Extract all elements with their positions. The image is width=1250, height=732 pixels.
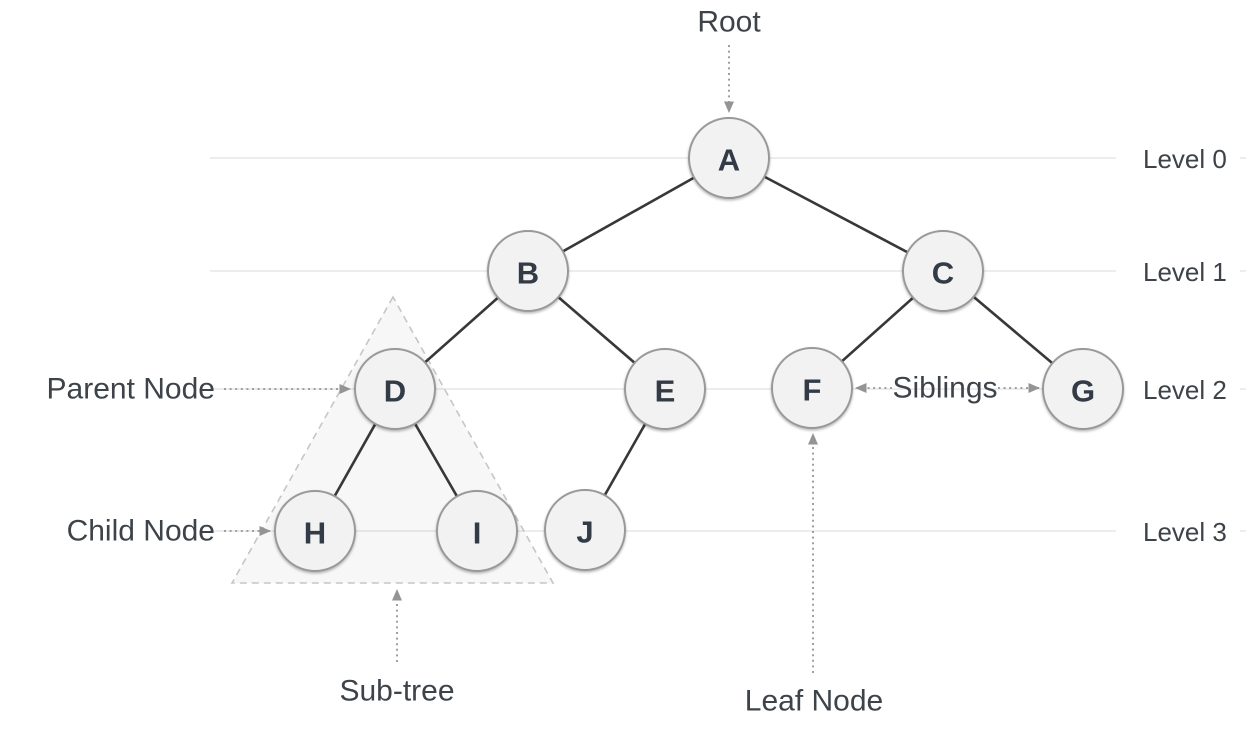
- level-label-mask-3: [1116, 514, 1240, 548]
- node-circle-A: [688, 117, 770, 199]
- node-label-E: E: [655, 374, 676, 409]
- annotation-child-node: Child Node: [67, 515, 271, 548]
- node-F: F: [771, 347, 853, 429]
- annotation-root-label: Root: [697, 6, 761, 39]
- node-circle-F: [771, 347, 853, 429]
- annotation-parent-node: Parent Node: [47, 373, 351, 406]
- node-label-J: J: [576, 515, 593, 550]
- annotation-leaf-node-label: Leaf Node: [745, 685, 883, 718]
- node-circle-G: [1042, 348, 1124, 430]
- node-circle-I: [436, 490, 518, 572]
- node-label-H: H: [304, 516, 326, 551]
- node-circle-D: [354, 348, 436, 430]
- node-label-I: I: [473, 516, 482, 551]
- node-label-B: B: [517, 256, 539, 291]
- annotation-siblings-label: Siblings: [892, 372, 997, 405]
- node-C: C: [902, 230, 984, 312]
- node-label-A: A: [718, 143, 740, 178]
- annotation-parent-node-label: Parent Node: [47, 373, 215, 406]
- node-G: G: [1042, 348, 1124, 430]
- level-label-0: Level 0: [1143, 144, 1227, 174]
- node-A: A: [688, 117, 770, 199]
- node-label-D: D: [384, 374, 406, 409]
- annotation-siblings: Siblings: [855, 372, 1040, 405]
- node-label-C: C: [932, 256, 954, 291]
- node-I: I: [436, 490, 518, 572]
- level-label-mask-2: [1116, 372, 1240, 406]
- node-B: B: [487, 230, 569, 312]
- node-D: D: [354, 348, 436, 430]
- level-label-mask-0: [1116, 141, 1240, 175]
- node-J: J: [544, 489, 626, 571]
- node-circle-B: [487, 230, 569, 312]
- node-circle-C: [902, 230, 984, 312]
- node-circle-J: [544, 489, 626, 571]
- annotation-child-node-label: Child Node: [67, 515, 215, 548]
- level-label-2: Level 2: [1143, 375, 1227, 405]
- annotation-root: Root: [697, 6, 761, 113]
- node-E: E: [624, 348, 706, 430]
- annotation-sub-tree: Sub-tree: [339, 589, 455, 708]
- level-label-mask-1: [1116, 254, 1240, 288]
- level-label-3: Level 3: [1143, 517, 1227, 547]
- node-label-G: G: [1071, 374, 1095, 409]
- level-label-1: Level 1: [1143, 257, 1227, 287]
- annotation-sub-tree-label: Sub-tree: [339, 675, 454, 708]
- node-label-F: F: [803, 373, 822, 408]
- node-circle-H: [274, 490, 356, 572]
- annotation-leaf-node: Leaf Node: [745, 433, 883, 718]
- node-H: H: [274, 490, 356, 572]
- node-circle-E: [624, 348, 706, 430]
